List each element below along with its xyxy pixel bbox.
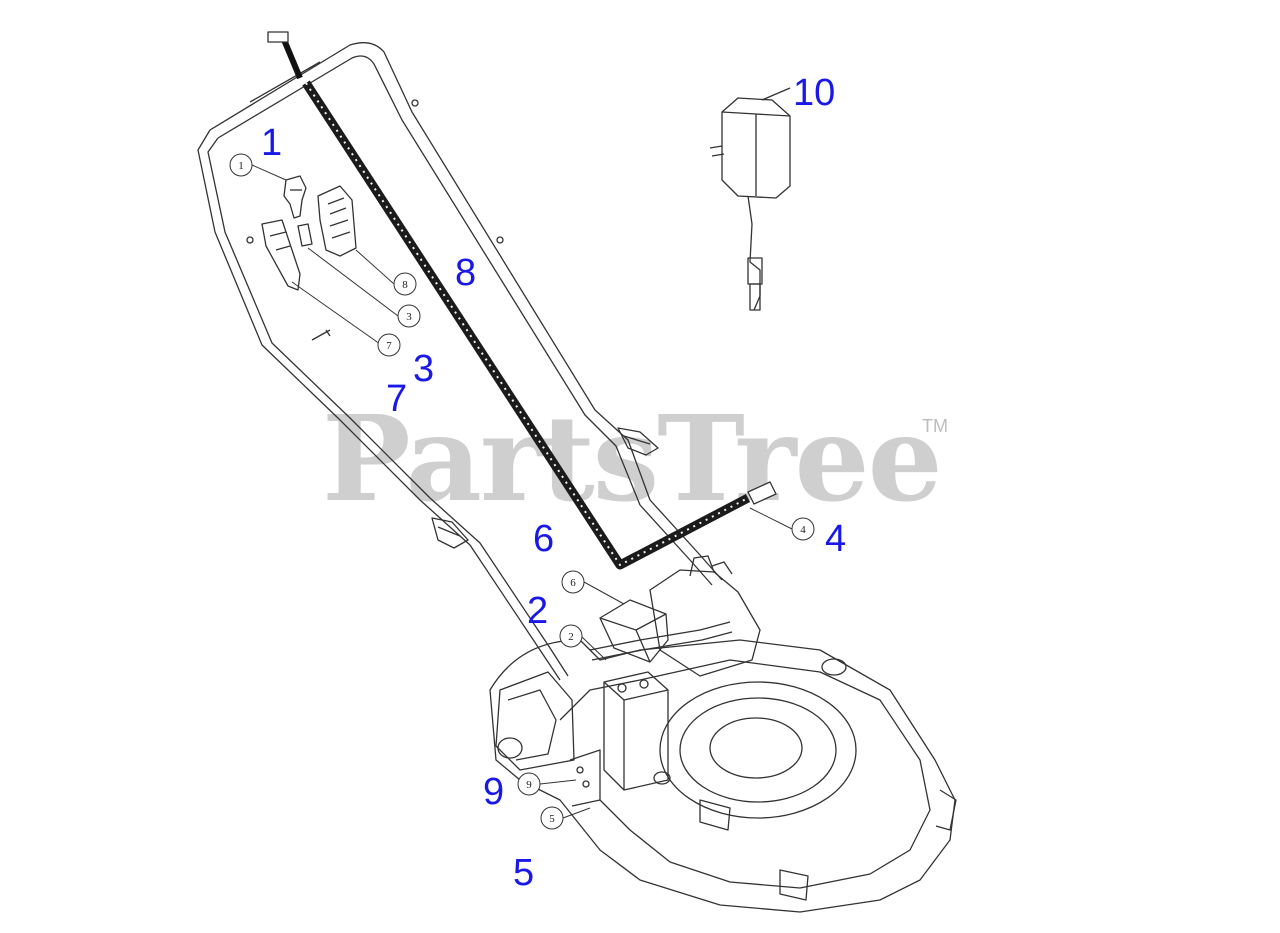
control-cable bbox=[267, 31, 777, 570]
callout-9: 9 bbox=[517, 772, 541, 796]
switch-button bbox=[297, 223, 313, 247]
handle-lock-knob-left bbox=[431, 517, 469, 549]
callout-7-label: 7 bbox=[386, 340, 392, 352]
callout-5: 5 bbox=[540, 806, 564, 830]
switch-housing bbox=[317, 185, 357, 257]
part-number-4[interactable]: 4 bbox=[825, 518, 847, 560]
part-number-8[interactable]: 8 bbox=[455, 252, 477, 294]
leader-lines bbox=[251, 164, 793, 819]
callout-6: 6 bbox=[561, 570, 585, 594]
callout-8: 8 bbox=[393, 272, 417, 296]
callout-4-label: 4 bbox=[800, 524, 806, 536]
callout-3: 3 bbox=[397, 304, 421, 328]
switch-cover bbox=[261, 219, 301, 291]
handle-lock-knob-right bbox=[617, 427, 659, 456]
callout-1-label: 1 bbox=[238, 160, 244, 172]
trademark-mark: TM bbox=[922, 416, 948, 436]
callout-3-label: 3 bbox=[406, 311, 412, 323]
part-number-5[interactable]: 5 bbox=[513, 852, 535, 894]
part-number-10[interactable]: 10 bbox=[793, 72, 836, 114]
callout-4: 4 bbox=[791, 517, 815, 541]
callout-7: 7 bbox=[377, 333, 401, 357]
callout-2-label: 2 bbox=[568, 631, 574, 643]
callout-1: 1 bbox=[229, 153, 253, 177]
part-number-3[interactable]: 3 bbox=[413, 348, 435, 390]
part-number-7[interactable]: 7 bbox=[386, 378, 408, 420]
part-number-1[interactable]: 1 bbox=[261, 122, 283, 164]
wiring-harness bbox=[589, 621, 733, 661]
callout-8-label: 8 bbox=[402, 279, 408, 291]
part-number-9[interactable]: 9 bbox=[483, 771, 505, 813]
callout-5-label: 5 bbox=[549, 813, 555, 825]
mower-deck bbox=[489, 639, 957, 913]
callout-2: 2 bbox=[559, 624, 583, 648]
battery-charger bbox=[709, 87, 791, 311]
part-number-6[interactable]: 6 bbox=[533, 518, 555, 560]
callout-6-label: 6 bbox=[570, 577, 576, 589]
part-number-2[interactable]: 2 bbox=[527, 590, 549, 632]
handle-bolt bbox=[311, 329, 331, 341]
watermark-text: PartsTree bbox=[322, 389, 943, 528]
motor-assembly bbox=[649, 555, 761, 677]
switch-key bbox=[283, 175, 307, 219]
battery-cover bbox=[599, 599, 669, 663]
callout-9-label: 9 bbox=[526, 779, 532, 791]
